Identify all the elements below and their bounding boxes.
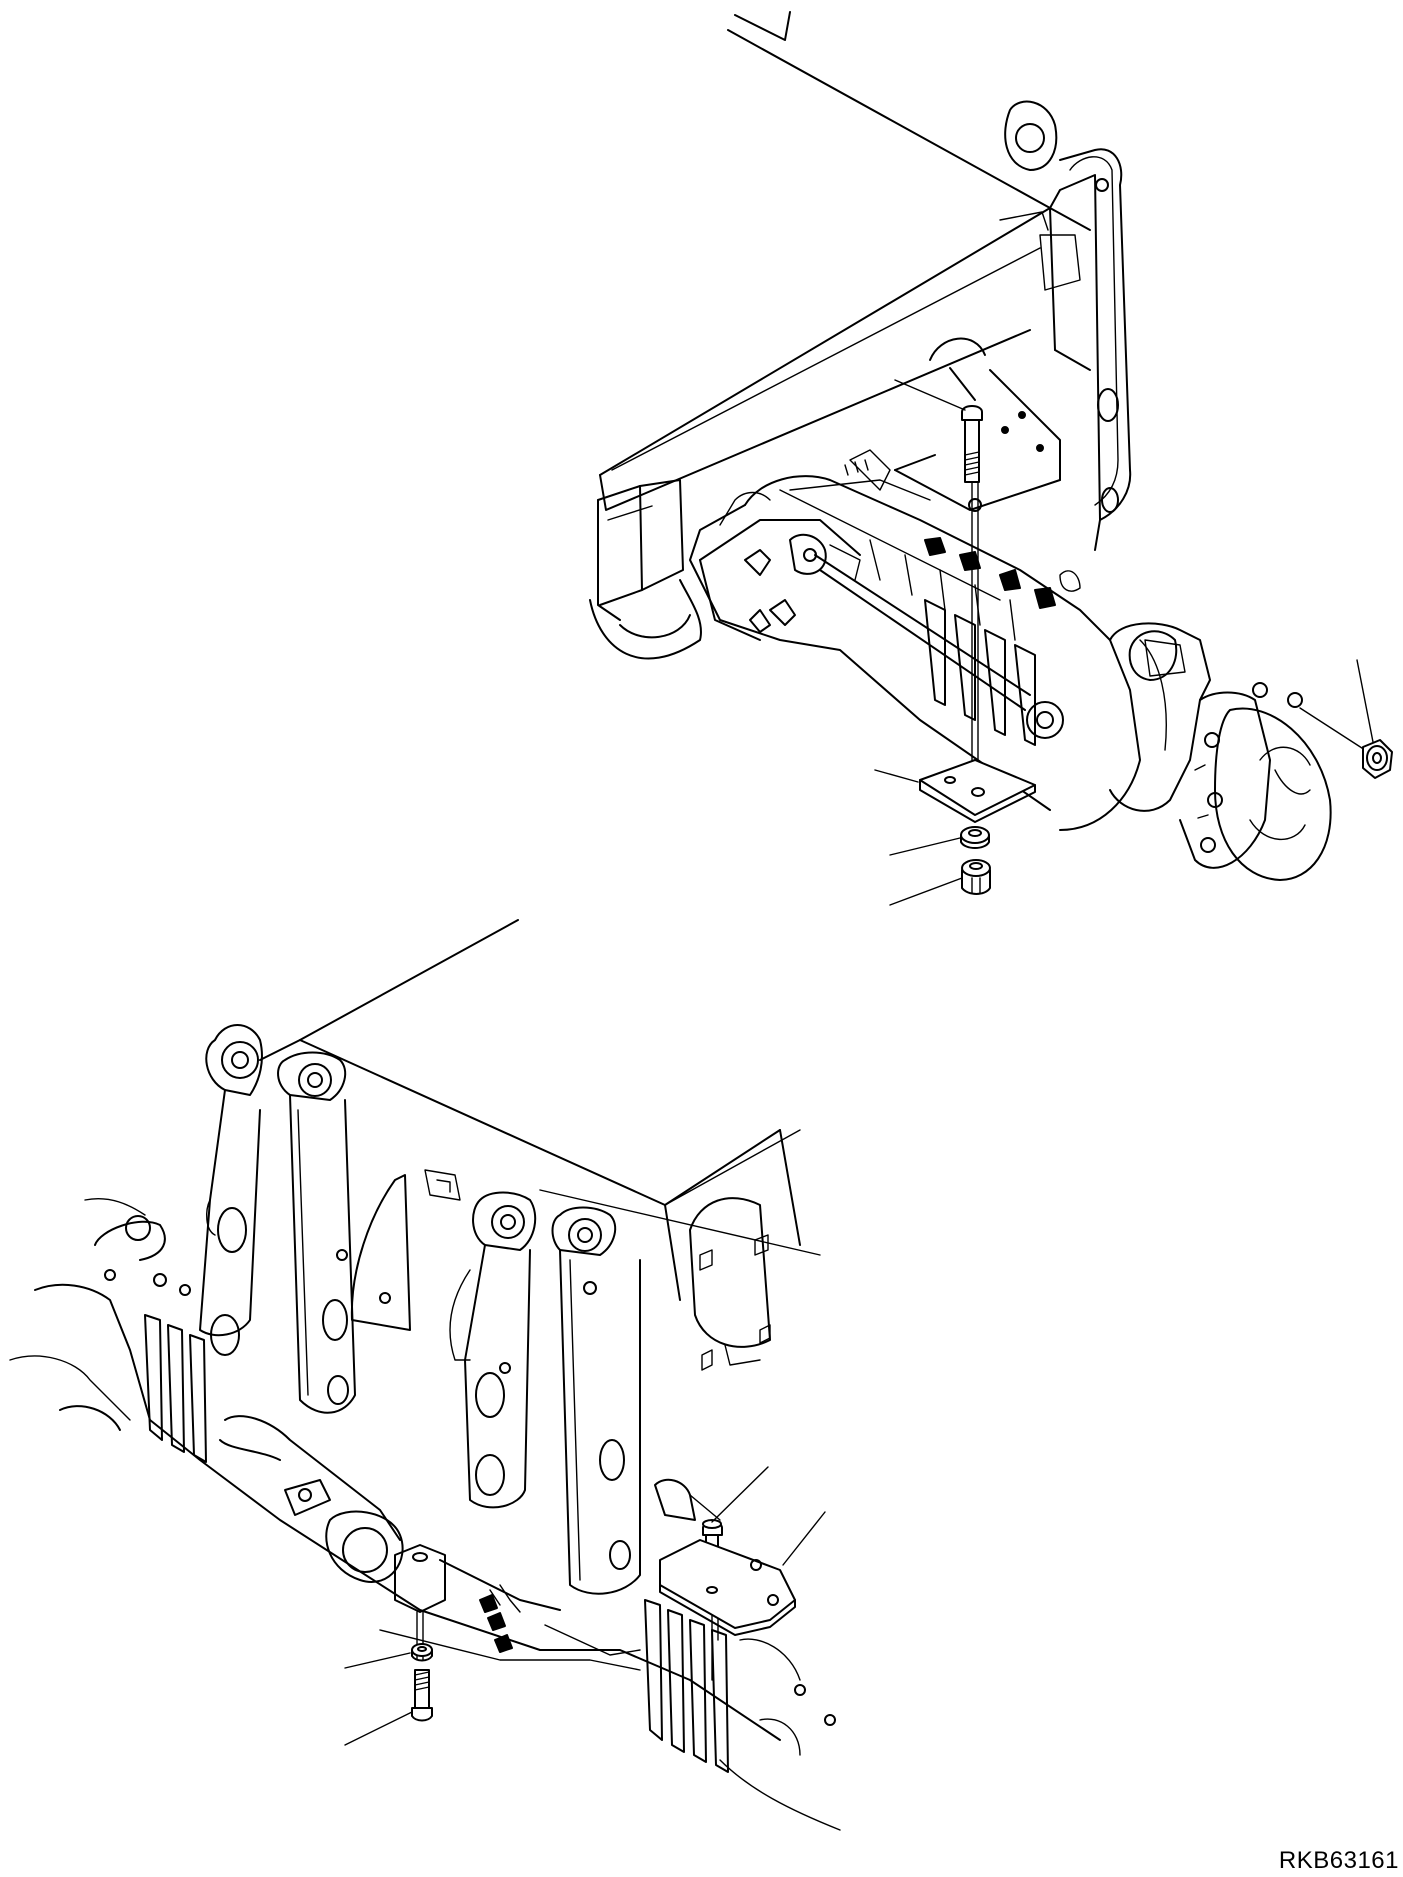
upper-washer: [889, 826, 990, 856]
drawing-code: RKB63161: [1278, 1847, 1399, 1874]
lower-bottom-bolt: [344, 1669, 433, 1746]
upper-bolt-bracket: [894, 337, 1061, 512]
upper-wheel-hub: [1109, 622, 1366, 881]
lower-washer: [344, 1643, 433, 1669]
lower-bracket-block: [394, 1544, 446, 1661]
lower-figure: [9, 919, 841, 1831]
upper-outer-nut: [1356, 659, 1393, 779]
upper-frame-beam: [589, 11, 1091, 660]
lower-frame-beam: [259, 919, 821, 1371]
lower-right-brackets: [449, 1191, 641, 1595]
upper-bracket-plate: [874, 759, 1036, 823]
lower-bracket-plate: [659, 1511, 826, 1636]
upper-steering-cylinder: [744, 533, 1064, 739]
lower-steering-link: [219, 1415, 721, 1671]
upper-bolt: [894, 379, 983, 781]
upper-figure: [589, 11, 1393, 906]
upper-nut: [889, 859, 991, 906]
upper-axle-housing: [689, 475, 1141, 831]
lower-axle-housing: [9, 1198, 841, 1831]
upper-frame-end: [999, 100, 1132, 551]
lower-left-brackets: [199, 1024, 411, 1414]
upper-differential: [699, 449, 931, 641]
